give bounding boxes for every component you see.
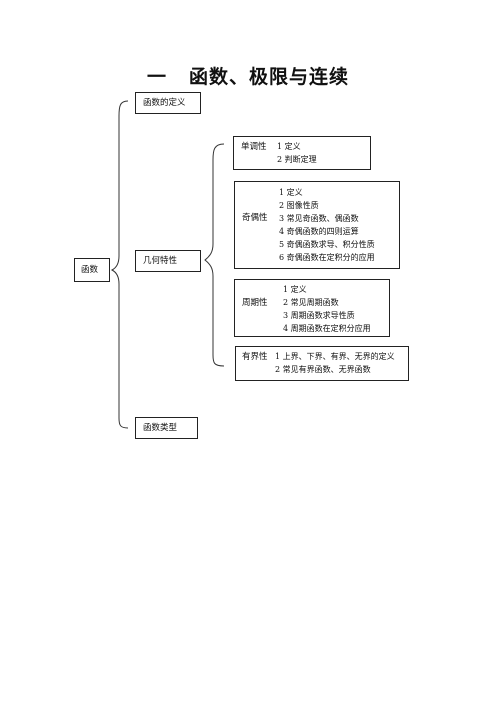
types-label: 函数类型 [143, 423, 178, 433]
definition-box: 函数的定义 [135, 92, 201, 114]
bounded-item: 1 上界、下界、有界、无界的定义 [275, 352, 395, 361]
root-box: 函数 [74, 258, 110, 282]
periodic-item: 3 周期函数求导性质 [283, 311, 355, 320]
bounded-label: 有界性 [242, 352, 268, 362]
parity-label: 奇偶性 [242, 213, 268, 223]
geometric-label: 几何特性 [143, 256, 178, 266]
parity-item: 3 常见奇函数、偶函数 [279, 214, 359, 223]
parity-item: 6 奇偶函数在定积分的应用 [279, 253, 375, 262]
monotonic-item: 2 判断定理 [277, 155, 317, 164]
page-title: 一函数、极限与连续 [0, 62, 496, 89]
periodic-box: 周期性 1 定义 2 常见周期函数 3 周期函数求导性质 4 周期函数在定积分应… [234, 279, 390, 337]
geometric-box: 几何特性 [135, 250, 201, 272]
monotonic-label: 单调性 [241, 142, 267, 152]
periodic-item: 1 定义 [283, 285, 307, 294]
parity-item: 4 奇偶函数的四则运算 [279, 227, 359, 236]
parity-item: 5 奇偶函数求导、积分性质 [279, 240, 375, 249]
root-label: 函数 [81, 265, 99, 275]
root-brace [110, 100, 129, 429]
periodic-item: 2 常见周期函数 [283, 298, 339, 307]
monotonic-box: 单调性 1 定义 2 判断定理 [233, 136, 371, 170]
bounded-box: 有界性 1 上界、下界、有界、无界的定义 2 常见有界函数、无界函数 [235, 346, 409, 381]
chapter-title: 函数、极限与连续 [189, 66, 350, 88]
parity-box: 奇偶性 1 定义 2 图像性质 3 常见奇函数、偶函数 4 奇偶函数的四则运算 … [234, 181, 400, 269]
parity-item: 2 图像性质 [279, 201, 319, 210]
types-box: 函数类型 [135, 417, 198, 439]
definition-label: 函数的定义 [143, 98, 186, 108]
periodic-label: 周期性 [242, 298, 268, 308]
chapter-number: 一 [146, 66, 167, 88]
bounded-item: 2 常见有界函数、无界函数 [275, 365, 371, 374]
geometric-brace [204, 143, 225, 367]
periodic-item: 4 周期函数在定积分应用 [283, 324, 371, 333]
monotonic-item: 1 定义 [277, 142, 301, 151]
parity-item: 1 定义 [279, 188, 303, 197]
